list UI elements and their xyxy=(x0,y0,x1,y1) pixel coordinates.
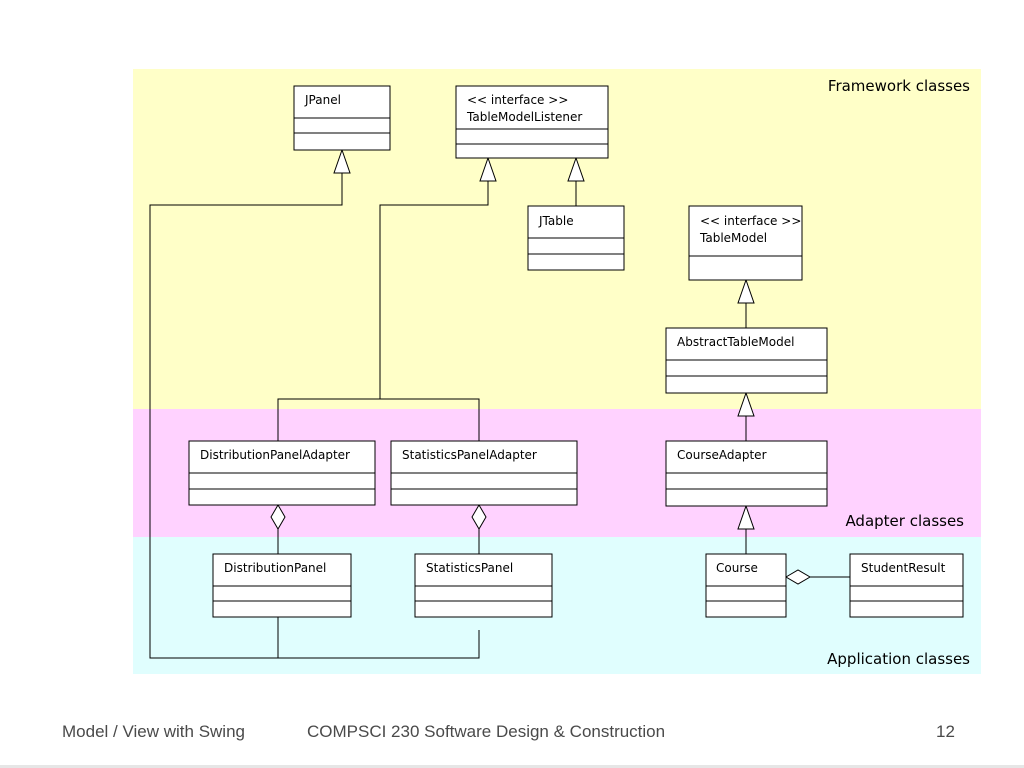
class-table-model: << interface >> TableModel xyxy=(688,205,803,281)
class-table-model-listener-stereotype: << interface >> xyxy=(467,93,568,107)
course-diamond xyxy=(785,569,811,585)
footer-course-name: COMPSCI 230 Software Design & Constructi… xyxy=(307,722,666,741)
footer-page-number: 12 xyxy=(936,722,955,741)
abstract-table-model-arrowhead xyxy=(737,391,755,417)
jpanel-arrowhead xyxy=(333,148,351,174)
statistics-diamond xyxy=(471,504,487,530)
bottom-rule xyxy=(0,765,1024,768)
class-jtable-name: JTable xyxy=(538,214,574,228)
adapter-bridge-line xyxy=(277,398,480,441)
class-course: Course xyxy=(705,553,787,618)
class-statistics-panel-name: StatisticsPanel xyxy=(426,561,513,575)
framework-band-label: Framework classes xyxy=(828,77,970,95)
listener-arrowhead xyxy=(479,156,497,182)
class-jpanel-name: JPanel xyxy=(304,93,341,107)
application-band-label: Application classes xyxy=(827,650,970,668)
class-course-name: Course xyxy=(716,561,758,575)
jtable-arrowhead xyxy=(567,156,585,182)
class-abstract-table-model: AbstractTableModel xyxy=(665,327,828,394)
distribution-diamond xyxy=(270,504,286,530)
class-table-model-listener: << interface >> TableModelListener xyxy=(455,85,609,159)
table-model-arrowhead xyxy=(737,278,755,304)
class-abstract-table-model-name: AbstractTableModel xyxy=(677,335,794,349)
arrowheads xyxy=(333,148,755,530)
class-statistics-panel: StatisticsPanel xyxy=(414,553,553,618)
class-jtable: JTable xyxy=(527,205,625,271)
class-statistics-panel-adapter-name: StatisticsPanelAdapter xyxy=(402,448,537,462)
class-distribution-panel-name: DistributionPanel xyxy=(224,561,326,575)
course-adapter-arrowhead xyxy=(737,504,755,530)
class-distribution-panel-adapter-name: DistributionPanelAdapter xyxy=(200,448,350,462)
class-student-result-name: StudentResult xyxy=(861,561,946,575)
class-table-model-listener-name: TableModelListener xyxy=(466,110,582,124)
class-table-model-stereotype: << interface >> xyxy=(700,214,801,228)
class-distribution-panel: DistributionPanel xyxy=(212,553,352,618)
class-student-result: StudentResult xyxy=(849,553,964,618)
jpanel-generalization-line xyxy=(149,173,480,659)
class-course-adapter-name: CourseAdapter xyxy=(677,448,767,462)
footer-slide-title: Model / View with Swing xyxy=(62,722,245,741)
diamonds xyxy=(270,504,811,585)
adapter-band-label: Adapter classes xyxy=(845,512,964,530)
listener-generalization-line xyxy=(379,181,489,399)
connectors xyxy=(149,173,850,659)
class-distribution-panel-adapter: DistributionPanelAdapter xyxy=(188,440,376,506)
class-table-model-name: TableModel xyxy=(699,231,767,245)
class-course-adapter: CourseAdapter xyxy=(665,440,828,507)
class-statistics-panel-adapter: StatisticsPanelAdapter xyxy=(390,440,578,506)
class-jpanel: JPanel xyxy=(293,85,391,151)
